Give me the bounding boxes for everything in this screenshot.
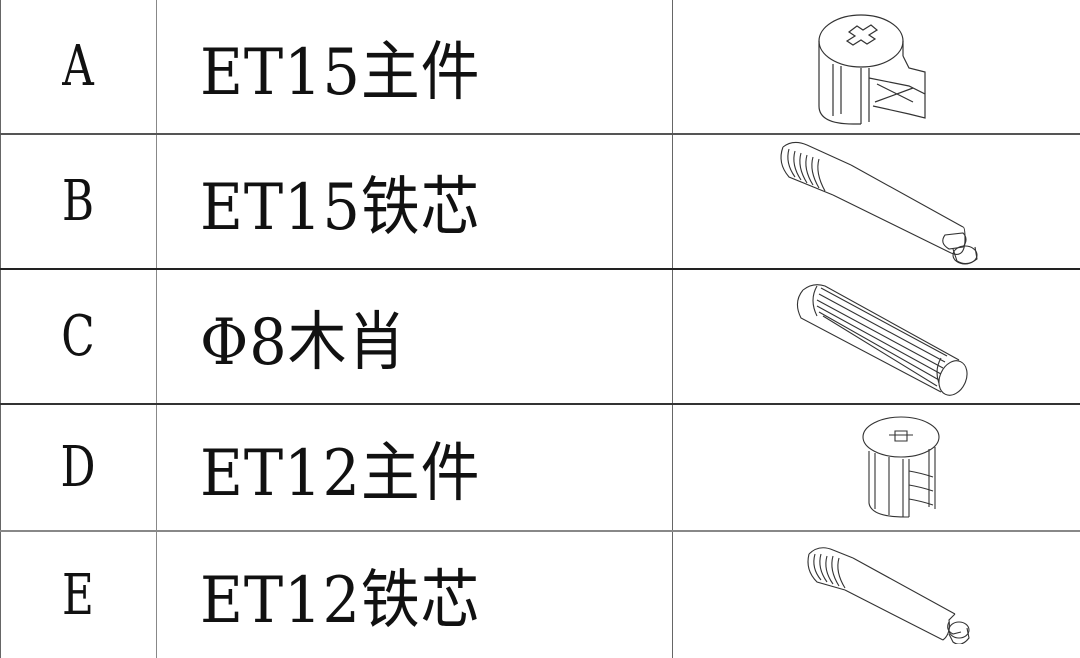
table-left-border <box>0 0 1 658</box>
part-name-text: Φ8木肖 <box>200 305 408 380</box>
row-divider-3 <box>0 403 1080 405</box>
part-name: ET15铁芯 <box>200 135 670 268</box>
part-code: D <box>60 435 96 500</box>
wooden-dowel-8mm-icon <box>791 274 971 399</box>
part-name: ET12铁芯 <box>200 532 670 658</box>
part-illustration <box>673 0 1080 133</box>
row-divider-4 <box>0 530 1080 532</box>
part-name-text: ET15主件 <box>200 35 481 110</box>
part-name: ET12主件 <box>200 405 670 530</box>
cam-lock-housing-et15-icon <box>813 6 933 130</box>
part-code: B <box>61 169 95 234</box>
row-divider-2 <box>0 268 1080 270</box>
table-row: D ET12主件 <box>0 405 1080 530</box>
table-row: E ET12铁芯 <box>0 532 1080 658</box>
part-illustration <box>673 270 1080 403</box>
table-row: B ET15铁芯 <box>0 135 1080 268</box>
part-name: ET15主件 <box>200 0 670 133</box>
column-divider-2 <box>672 0 673 658</box>
table-row: C Φ8木肖 <box>0 270 1080 403</box>
part-name-text: ET12主件 <box>200 436 481 511</box>
part-name: Φ8木肖 <box>200 270 670 403</box>
row-divider-1 <box>0 133 1080 135</box>
part-code: E <box>62 562 94 628</box>
part-illustration <box>673 405 1080 530</box>
part-illustration <box>673 532 1080 658</box>
table-row: A ET15主件 <box>0 0 1080 133</box>
column-divider-1 <box>156 0 157 658</box>
part-code: C <box>61 304 95 369</box>
connecting-bolt-et15-icon <box>773 135 978 270</box>
part-code: A <box>62 34 94 99</box>
part-name-text: ET12铁芯 <box>200 564 481 638</box>
connecting-bolt-et12-icon <box>803 534 973 644</box>
part-name-text: ET15铁芯 <box>200 170 481 245</box>
part-illustration <box>673 135 1080 268</box>
cam-lock-housing-et12-icon <box>859 413 945 523</box>
